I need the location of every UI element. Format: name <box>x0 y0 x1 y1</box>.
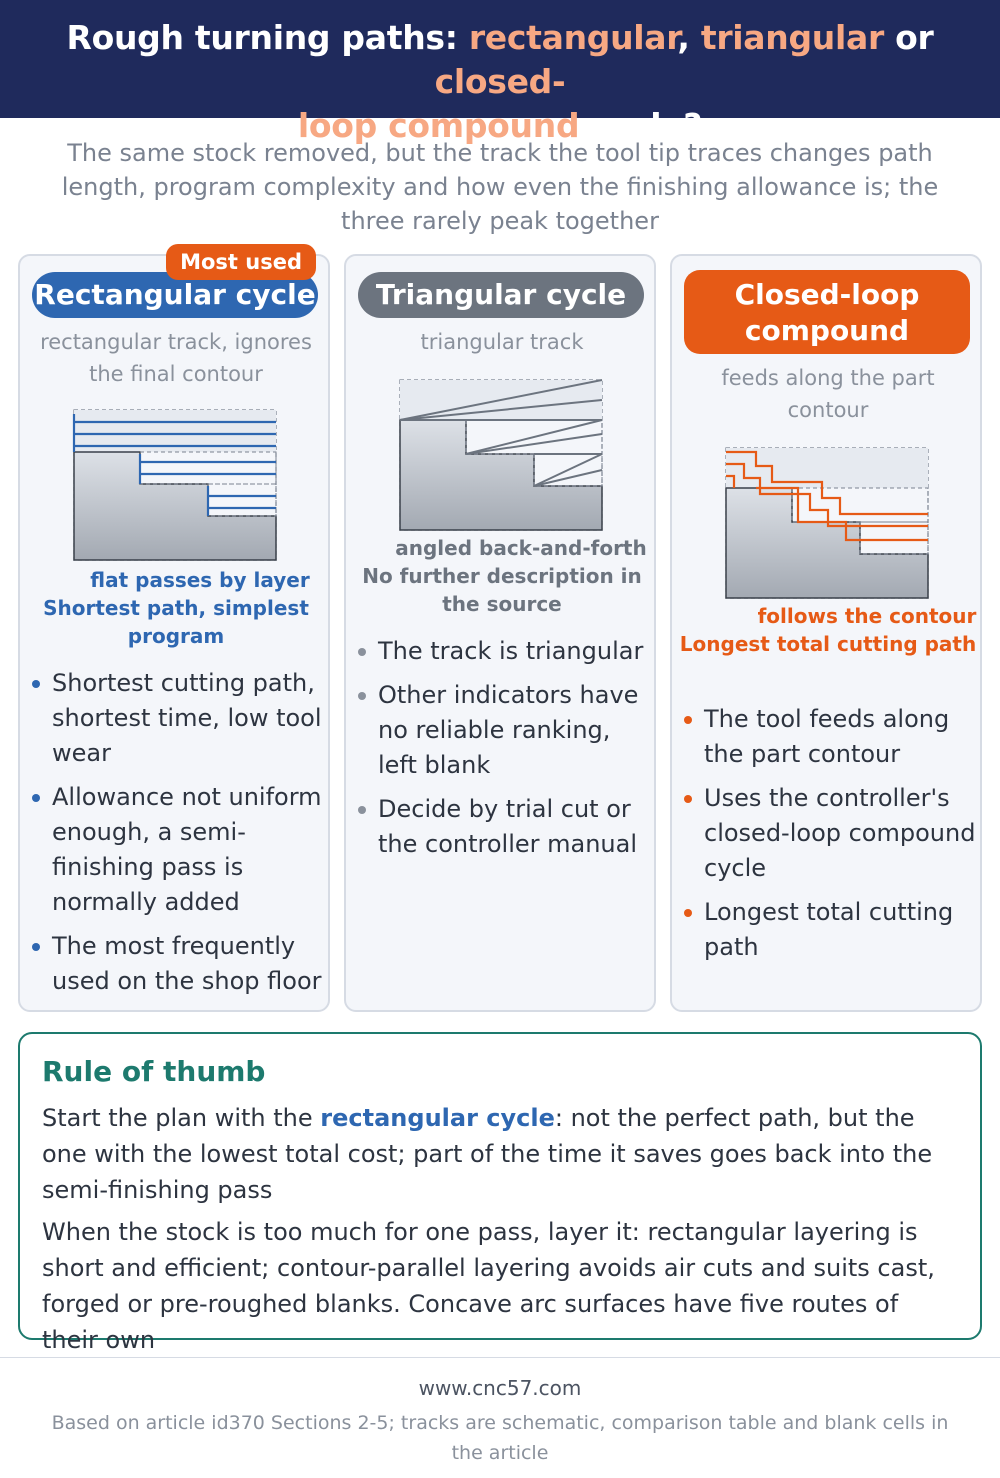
title-triangular: triangular <box>700 18 884 57</box>
list-item: Uses the controller's closed-loop compou… <box>682 781 978 886</box>
rule-paragraph-1: Start the plan with the rectangular cycl… <box>42 1100 958 1208</box>
list-item: Longest total cutting path <box>682 895 978 965</box>
caption-follows-contour: follows the contour <box>757 604 977 628</box>
rule-text: : not the perfect path, but the one with… <box>42 1104 933 1204</box>
caption-flat-passes: flat passes by layer <box>90 568 310 592</box>
rule-text: Start the plan with the <box>42 1104 321 1132</box>
title-sep: or <box>883 18 934 57</box>
caption-no-description: No further description in the source <box>362 564 642 616</box>
card-rectangular-cycle: Rectangular cycle Most used rectangular … <box>18 244 330 1012</box>
page-title-line-1: Rough turning paths: rectangular, triang… <box>0 16 1000 104</box>
site-url: www.cnc57.com <box>418 1376 582 1400</box>
list-item: Other indicators have no reliable rankin… <box>356 678 652 783</box>
list-item: Decide by trial cut or the controller ma… <box>356 792 652 862</box>
header-banner: Rough turning paths: rectangular, triang… <box>0 0 1000 145</box>
title-closed-loop: loop compound <box>297 106 580 145</box>
card-subtitle-rectangular: rectangular track, ignores the final con… <box>40 330 312 386</box>
title-end: cycle? <box>579 106 703 145</box>
closed-loop-bullets: The tool feeds along the part contour Us… <box>682 702 978 974</box>
intro-text: The same stock removed, but the track th… <box>61 139 939 235</box>
title-rectangular: rectangular <box>468 18 678 57</box>
caption-angled: angled back-and-forth <box>395 536 647 560</box>
source-note: Based on article id370 Sections 2-5; tra… <box>51 1412 949 1464</box>
list-item: The track is triangular <box>356 634 652 669</box>
list-item: Shortest cutting path, shortest time, lo… <box>30 666 326 771</box>
most-used-badge: Most used <box>166 244 316 280</box>
title-closed: closed- <box>434 62 566 101</box>
rule-of-thumb-box: Rule of thumb Start the plan with the re… <box>18 1032 982 1354</box>
rectangular-bullets: Shortest cutting path, shortest time, lo… <box>30 666 326 1008</box>
rule-of-thumb-heading: Rule of thumb <box>42 1055 266 1088</box>
card-triangular-cycle: Triangular cycle triangular track angled… <box>344 254 656 1012</box>
triangular-bullets: The track is triangular Other indicators… <box>356 634 652 871</box>
triangular-track-diagram <box>399 379 603 531</box>
page-title-line-2: loop compound cycle? <box>0 104 1000 148</box>
list-item: The most frequently used on the shop flo… <box>30 929 326 999</box>
rule-paragraph-2: When the stock is too much for one pass,… <box>42 1218 935 1354</box>
caption-longest-path: Longest total cutting path <box>679 632 977 656</box>
card-title-rectangular: Rectangular cycle <box>32 272 318 318</box>
card-closed-loop-compound: Closed-loop compound feeds along the par… <box>670 254 982 1012</box>
title-text: Rough turning paths: <box>66 18 469 57</box>
footer-divider <box>0 1357 1000 1358</box>
card-title-closed-loop: Closed-loop compound <box>684 270 970 354</box>
closed-loop-track-diagram <box>725 447 929 599</box>
rule-keyword: rectangular cycle <box>320 1104 555 1132</box>
list-item: The tool feeds along the part contour <box>682 702 978 772</box>
card-subtitle-closed-loop: feeds along the part contour <box>721 366 935 422</box>
caption-shortest-path: Shortest path, simplest program <box>43 596 309 648</box>
card-subtitle-triangular: triangular track <box>420 330 584 354</box>
card-title-triangular: Triangular cycle <box>358 272 644 318</box>
title-sep: , <box>677 18 701 57</box>
rectangular-track-diagram <box>72 409 277 561</box>
list-item: Allowance not uniform enough, a semi-fin… <box>30 780 326 920</box>
